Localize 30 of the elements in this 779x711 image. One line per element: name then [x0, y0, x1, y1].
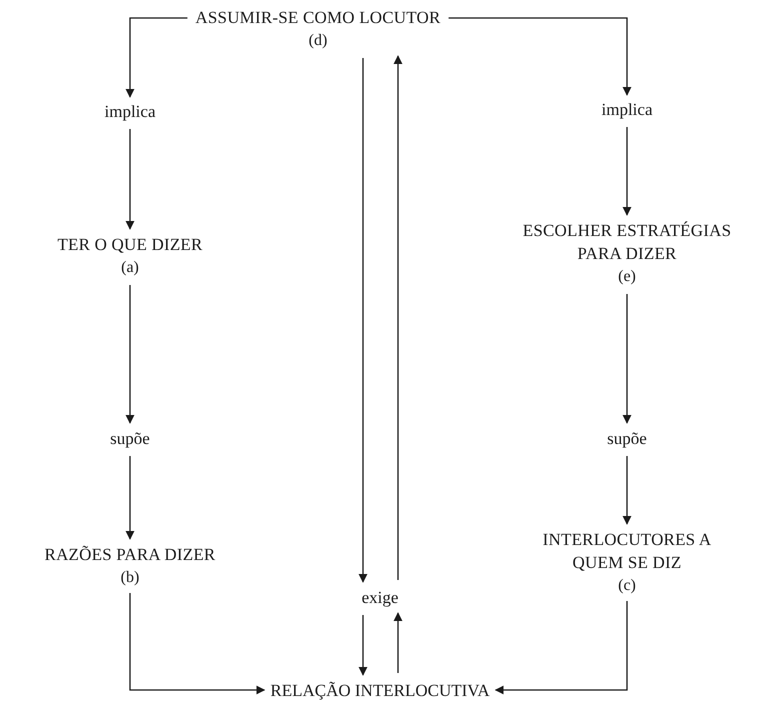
concept-label: RAZÕES PARA DIZER [44, 544, 216, 566]
concept-label: INTERLOCUTORES A QUEM SE DIZ [542, 529, 712, 574]
arrow [358, 615, 368, 676]
letter-marker: (b) [120, 568, 140, 588]
arrow [129, 593, 266, 694]
arrow [126, 456, 134, 540]
relation-label: implica [602, 98, 652, 121]
letter-marker: (a) [121, 258, 139, 278]
arrow [394, 55, 402, 580]
arrow [494, 601, 628, 694]
concept-label: ESCOLHER ESTRATÉGIAS PARA DIZER [522, 220, 732, 265]
relation-label: exige [350, 586, 410, 609]
relation-label: supõe [607, 427, 647, 450]
arrow [622, 294, 632, 424]
relation-label: supõe [110, 427, 150, 450]
concept-label: ASSUMIR-SE COMO LOCUTOR [195, 7, 441, 29]
arrow [126, 285, 134, 424]
relation-label: implica [104, 100, 156, 123]
arrow [126, 17, 188, 98]
letter-marker: (e) [618, 267, 636, 287]
arrow [358, 58, 368, 583]
arrow [622, 127, 632, 216]
letter-marker: (d) [308, 31, 328, 51]
arrow [394, 612, 402, 673]
letter-marker: (c) [618, 576, 636, 596]
arrow [448, 17, 632, 96]
concept-label: RELAÇÃO INTERLOCUTIVA [270, 679, 490, 702]
arrow [126, 129, 134, 230]
concept-label: TER O QUE DIZER [57, 234, 203, 256]
arrow [622, 456, 632, 525]
